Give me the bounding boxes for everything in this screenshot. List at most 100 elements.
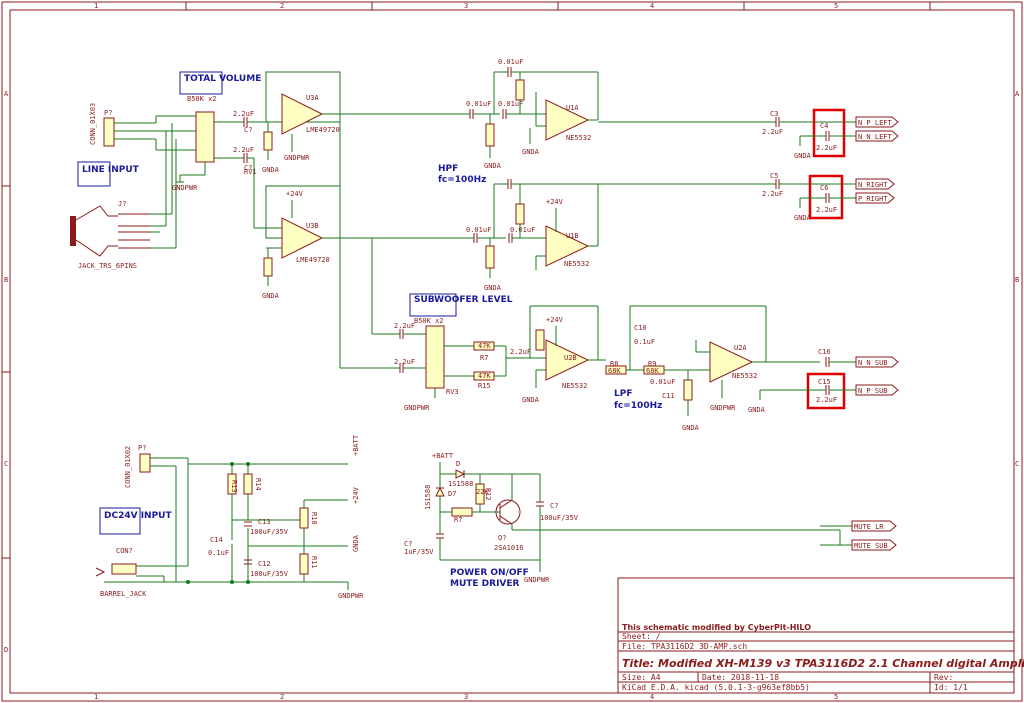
c-sub2-value: 2.2uF xyxy=(394,358,415,366)
power-on-off-note: POWER ON/OFF xyxy=(450,568,529,578)
label-mute-sub xyxy=(851,539,897,551)
u2a-opamp xyxy=(709,341,754,383)
c-fb-value: 0.01uF xyxy=(498,58,523,66)
label-p-right xyxy=(855,192,895,204)
c6-highlight-box xyxy=(808,174,844,220)
c-1uf-value: 1uF/35V xyxy=(404,548,434,556)
row-label: C xyxy=(4,460,8,468)
diode-ref: D xyxy=(456,460,460,468)
r-u3b-gain xyxy=(263,257,273,277)
u3a-opamp xyxy=(281,93,324,135)
jack-ref: J? xyxy=(118,200,126,208)
title-block: This schematic modified by CyberPit-HILO… xyxy=(617,577,1024,694)
label-n-n-left-text: N_N_LEFT xyxy=(858,133,893,141)
v24-label: +24V xyxy=(546,198,564,206)
c-top1-ref: C? xyxy=(244,126,252,134)
r12-body xyxy=(683,379,693,401)
gnda-label: GNDA xyxy=(682,424,700,432)
c11-value: 0.01uF xyxy=(650,378,675,386)
c5-ref: C5 xyxy=(770,172,778,180)
c9-value: 2.2uF xyxy=(510,348,531,356)
label-n-n-left xyxy=(855,130,899,142)
diode-body xyxy=(455,469,466,479)
q-ref: Q? xyxy=(498,534,506,542)
label-n-n-sub-text: N_N_SUB xyxy=(858,359,888,367)
u3b-ref: U3B xyxy=(306,222,319,230)
r-hpf xyxy=(485,123,495,147)
row-label: B xyxy=(1015,276,1019,284)
row-label: B xyxy=(4,276,8,284)
kicad-text: KiCad E.D.A. kicad (5.0.1-3-g963ef8bb5) xyxy=(622,683,810,692)
label-mute-lr-text: MUTE_LR xyxy=(854,523,884,531)
hpf-fc-note: fc=100Hz xyxy=(438,175,486,185)
c12-value: 100uF/35V xyxy=(250,570,289,578)
c4-highlight-box xyxy=(812,108,846,158)
label-mute-sub-text: MUTE_SUB xyxy=(854,542,888,550)
c15-value: 2.2uF xyxy=(816,396,837,404)
gndpwr-label: GNDPWR xyxy=(284,154,310,162)
column-label: 2 xyxy=(280,2,284,10)
u2a-ref: U2A xyxy=(734,344,747,352)
r10-body xyxy=(299,507,309,529)
sheet-text: Sheet: / xyxy=(622,632,661,641)
c6-value: 2.2uF xyxy=(816,206,837,214)
barrel-jack-name: BARREL_JACK xyxy=(100,590,147,598)
column-label: 4 xyxy=(650,2,654,10)
gndpwr-label: GNDPWR xyxy=(524,576,550,584)
label-n-p-left xyxy=(855,116,899,128)
r7b-ref: R7 xyxy=(454,516,462,524)
c15-highlight-box xyxy=(806,372,846,410)
conn-01x02-name: CONN_01X02 xyxy=(124,446,132,488)
v24-label: +24V xyxy=(352,486,360,504)
c13-ref: C13 xyxy=(258,518,271,526)
ne2-part: NE5532 xyxy=(564,260,589,268)
column-label: 5 xyxy=(834,693,838,701)
r15-value: 47K xyxy=(478,372,491,380)
id-text: Id: 1/1 xyxy=(934,683,968,692)
rv1-body xyxy=(195,111,215,163)
r7-value: 47K xyxy=(478,342,491,350)
c4-value: 2.2uF xyxy=(816,144,837,152)
u1b-opamp xyxy=(545,225,590,267)
r-hpf2-fb xyxy=(515,203,525,225)
rv1-value: B50K x2 xyxy=(187,95,217,103)
column-label: 1 xyxy=(94,2,98,10)
mute-driver-section: +BATT D 1S1588 D7 1S1588 R12 22K R7 Q? 2… xyxy=(404,452,897,589)
r12-value: 22K xyxy=(476,488,489,496)
u2b-ref: U2B xyxy=(564,354,577,362)
row-label: C xyxy=(1015,460,1019,468)
v24-label: +24V xyxy=(546,316,564,324)
r16-body xyxy=(535,329,545,351)
conn-01x02-body xyxy=(139,453,151,473)
dc24v-input-note: DC24V INPUT xyxy=(104,511,172,521)
r-hpf-fb xyxy=(515,79,525,101)
jack-plug xyxy=(70,216,76,246)
c-hpf-value: 0.01uF xyxy=(510,226,535,234)
barrel-jack-body xyxy=(111,563,137,575)
c10-ref: C10 xyxy=(634,324,647,332)
c11-ref: C11 xyxy=(662,392,675,400)
c-hpf-value: 0.01uF xyxy=(466,100,491,108)
r8-ref: R8 xyxy=(610,360,618,368)
gnda-label: GNDA xyxy=(748,406,766,414)
row-label: A xyxy=(1015,90,1020,98)
rv1-ref: RV1 xyxy=(244,168,257,176)
jack-name: JACK_TRS_6PINS xyxy=(78,262,137,270)
c4-ref: C4 xyxy=(820,122,828,130)
file-text: File: TPA3116D2_3D-AMP.sch xyxy=(622,642,747,651)
mute-driver-note: MUTE DRIVER xyxy=(450,579,520,589)
subwoofer-level-note: SUBWOOFER LEVEL xyxy=(414,295,513,305)
ne4-part: NE5532 xyxy=(732,372,757,380)
column-label: 2 xyxy=(280,693,284,701)
gnda-label: GNDA xyxy=(794,152,812,160)
c6-ref: C6 xyxy=(820,184,828,192)
c-top2-ref: C? xyxy=(244,164,252,172)
r7b-body xyxy=(451,507,473,517)
output-section: C3 2.2uF C4 2.2uF GNDA N_P_LEFT N_N_LEFT… xyxy=(598,108,899,222)
column-label: 3 xyxy=(464,2,468,10)
r15-ref: R15 xyxy=(478,382,491,390)
gnda-label: GNDA xyxy=(484,284,502,292)
gndpwr-label: GNDPWR xyxy=(404,404,430,412)
c-top2-value: 2.2uF xyxy=(233,146,254,154)
con-ref: CON? xyxy=(116,547,133,555)
